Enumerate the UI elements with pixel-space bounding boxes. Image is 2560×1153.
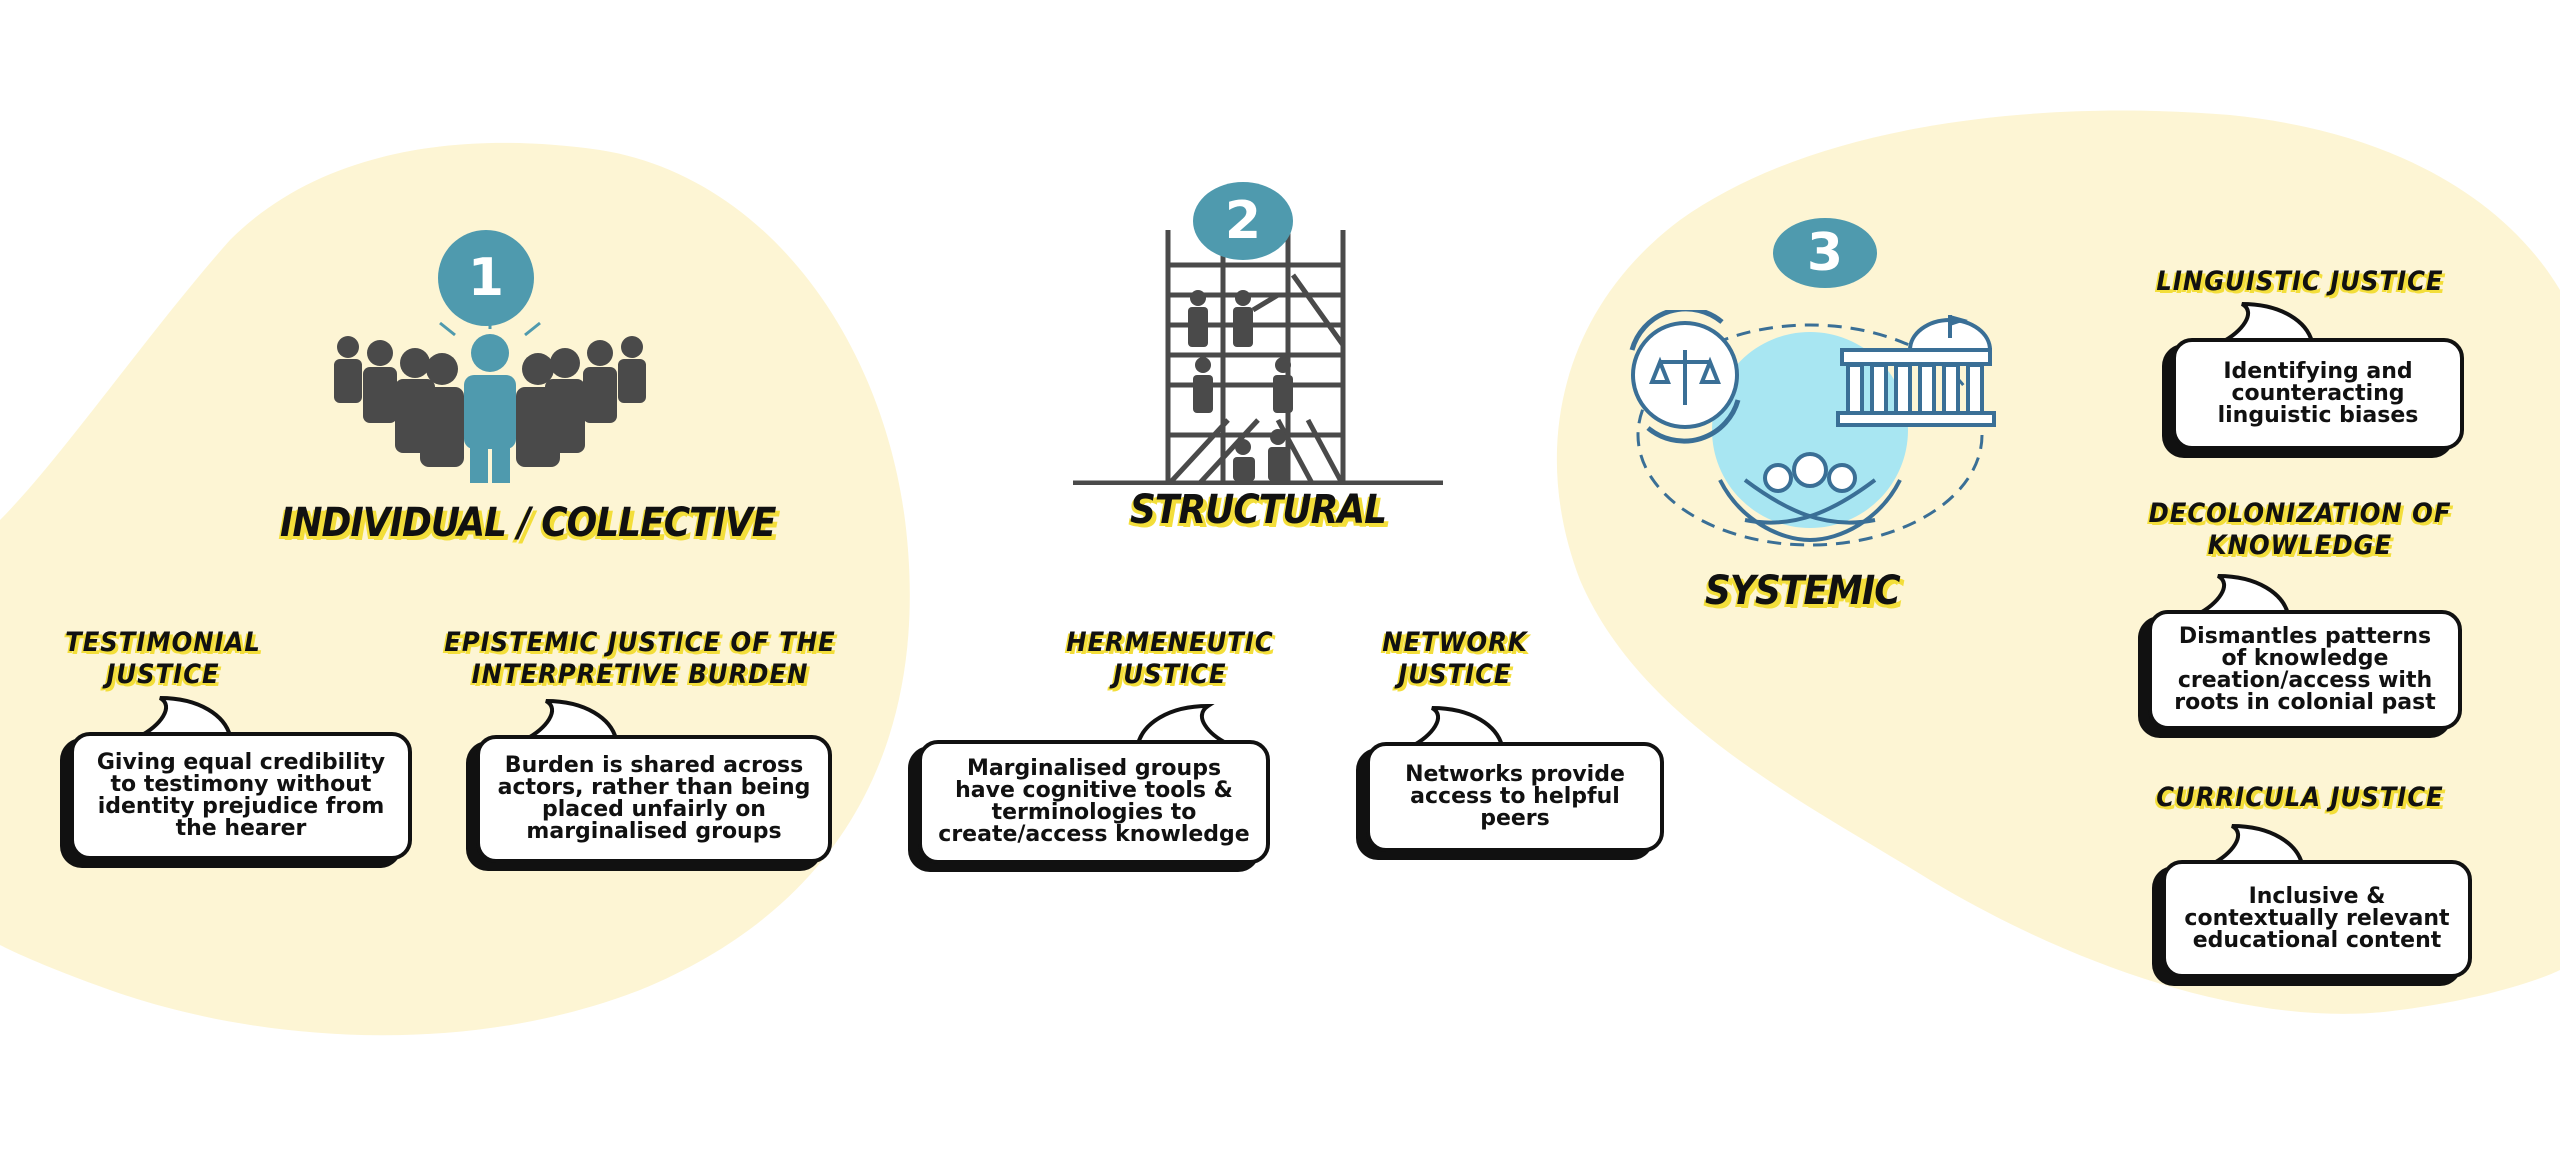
interpretive-burden-title: EPISTEMIC JUSTICE OF THE INTERPRETIVE BU…: [444, 627, 836, 690]
tier-1-badge: 1: [438, 230, 534, 326]
tier-1-number: 1: [467, 248, 505, 308]
tier-3-title: SYSTEMIC: [1705, 568, 1901, 614]
decolonization-title: DECOLONIZATION OF KNOWLEDGE: [2148, 498, 2452, 561]
tier-2-number: 2: [1224, 191, 1262, 251]
linguistic-justice-bubble: Identifying and counteracting linguistic…: [2162, 302, 2464, 458]
curricula-justice-title: CURRICULA JUSTICE: [2156, 782, 2444, 813]
tier-2-badge: 2: [1193, 182, 1293, 260]
justice-institution-icon: [1629, 310, 1996, 547]
curricula-justice-bubble: Inclusive & contextually relevant educat…: [2152, 824, 2472, 986]
network-justice-bubble: Networks provide access to helpful peers: [1356, 706, 1664, 860]
network-justice-title: NETWORK JUSTICE: [1382, 627, 1528, 690]
hermeneutic-justice-title: HERMENEUTIC JUSTICE: [1066, 627, 1274, 690]
testimonial-justice-bubble: Giving equal credibility to testimony wi…: [60, 696, 412, 868]
scaffolding-icon: [1073, 230, 1443, 485]
testimonial-justice-title: TESTIMONIAL JUSTICE: [65, 627, 261, 690]
linguistic-justice-title: LINGUISTIC JUSTICE: [2156, 266, 2444, 297]
decolonization-bubble: Dismantles patterns of knowledge creatio…: [2138, 574, 2462, 738]
hermeneutic-justice-bubble: Marginalised groups have cognitive tools…: [908, 704, 1270, 872]
people-group-icon: [334, 317, 646, 483]
tier-1-title: INDIVIDUAL / COLLECTIVE: [280, 500, 776, 546]
tier-2-title: STRUCTURAL: [1130, 487, 1387, 533]
tier-3-badge: 3: [1773, 218, 1877, 288]
interpretive-burden-bubble: Burden is shared across actors, rather t…: [466, 699, 832, 871]
tier-3-number: 3: [1806, 223, 1844, 283]
